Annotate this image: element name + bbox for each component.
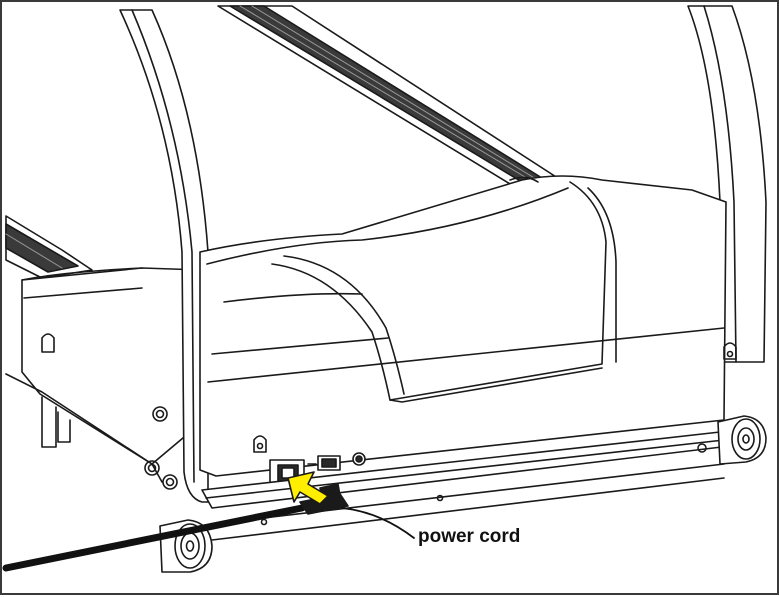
- rear-wheel-right: [717, 415, 767, 465]
- side-rail-left: [5, 215, 93, 279]
- upright-post-right: [687, 5, 767, 363]
- upright-post-left: [119, 9, 209, 503]
- callout-leader-line: [341, 507, 415, 539]
- insertion-arrow: [287, 471, 329, 505]
- circuit-breaker: [352, 452, 366, 466]
- power-cord: [2, 504, 306, 572]
- side-rail-right: [217, 5, 568, 191]
- deck-left-side: [5, 267, 203, 483]
- treadmill-rear-hood: [199, 175, 737, 477]
- power-switch: [307, 455, 341, 471]
- power-cord-label: power cord: [418, 526, 521, 547]
